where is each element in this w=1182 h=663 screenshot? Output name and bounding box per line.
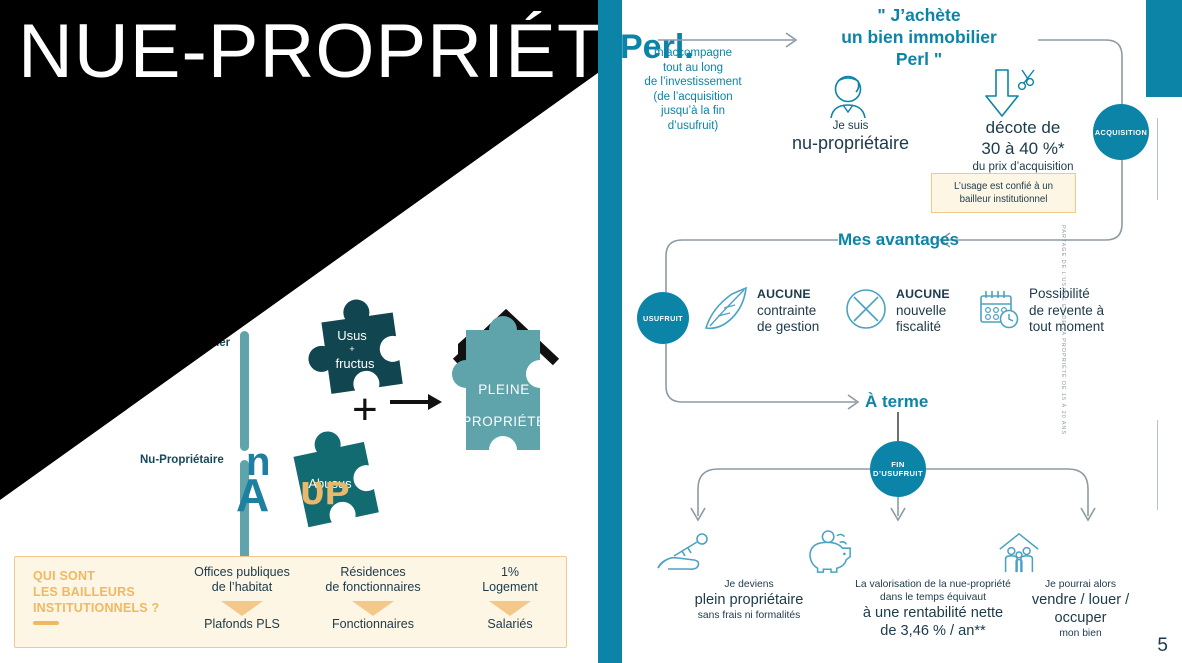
term-3-small-bottom: mon bien xyxy=(1059,628,1102,639)
puzzle-usus-line1: Usus xyxy=(337,328,367,343)
piggy-bank-icon xyxy=(809,530,851,573)
puzzle-piece-abusus: Abusus xyxy=(293,431,379,528)
key-hand-icon xyxy=(657,533,708,570)
bailleur-col3-bottom: Salariés xyxy=(487,617,533,631)
cross-circle-icon xyxy=(846,289,886,329)
bailleurs-title-line-1: QUI SONT xyxy=(33,569,96,583)
nu-proprietaire-bar xyxy=(240,460,249,590)
bailleurs-box-title: QUI SONT LES BAILLEURS INSTITUTIONNELS ? xyxy=(33,568,159,616)
puzzle-piece-pleine-propriete: PLEINE PROPRIÉTÉ xyxy=(452,308,560,450)
page-title: NUE-PROPRIÉTÉ xyxy=(18,9,598,94)
bailleurs-title-rule xyxy=(33,621,59,625)
vertical-side-note: PARTAGE DE L’USAGE ET DE LA PROPRIÉTÉ DE… xyxy=(1060,225,1067,435)
puzzle-usus-line3: fructus xyxy=(335,356,375,371)
nu-proprietaire-caption-small: Je suis xyxy=(832,120,869,132)
triangle-down-icon xyxy=(489,601,531,616)
page-number: 5 xyxy=(1157,635,1168,656)
bailleurs-title-line-3: INSTITUTIONNELS ? xyxy=(33,601,160,615)
term-1-small-bottom: sans frais ni formalités xyxy=(697,610,801,621)
term-outcome-3: Je pourrai alors vendre / louer /occuper… xyxy=(993,530,1168,640)
section-title-avantages: Mes avantages xyxy=(838,230,959,249)
puzzle-abusus-label: Abusus xyxy=(308,476,352,491)
advantage-2-strong: AUCUNE xyxy=(896,287,950,301)
triangle-down-icon xyxy=(352,601,394,616)
puzzle-usus-line2: + xyxy=(349,344,354,354)
nu-proprietaire-label: Nu-Propriétaire xyxy=(140,454,224,466)
badge-usufruit: USUFRUIT xyxy=(637,292,689,344)
vertical-rule-bottom xyxy=(1157,420,1158,510)
leaf-icon xyxy=(704,286,747,330)
bailleurs-title-line-2: LES BAILLEURS xyxy=(33,585,135,599)
usufruitier-label: Usufruitier xyxy=(172,337,231,349)
bailleur-col1-bottom: Plafonds PLS xyxy=(204,617,280,631)
ghost-fragment-1: n xyxy=(246,440,271,484)
bailleur-col3-top: 1%Logement xyxy=(482,565,538,594)
advantage-1-strong: AUCUNE xyxy=(757,287,811,301)
section-title-a-terme: À terme xyxy=(865,392,929,411)
triangle-down-icon xyxy=(221,601,263,616)
decote-subtext: du prix d’acquisition xyxy=(972,161,1074,173)
flow-connector-lines xyxy=(658,32,1123,522)
term-3-big: vendre / louer /occuper xyxy=(1031,592,1130,626)
bailleurs-institutionnels-box: QUI SONT LES BAILLEURS INSTITUTIONNELS ?… xyxy=(14,556,567,648)
family-house-icon xyxy=(999,532,1039,573)
nu-proprietaire-caption: Je suis nu-propriétaire xyxy=(758,120,943,154)
edge-notch xyxy=(622,0,656,108)
puzzle-plus-operator: + xyxy=(352,385,378,434)
usufruitier-bar xyxy=(240,331,249,451)
term-1-big: plein propriétaire xyxy=(694,592,804,608)
bailleur-col2-bottom: Fonctionnaires xyxy=(332,617,414,631)
puzzle-result-line1: PLEINE xyxy=(478,382,530,397)
bailleur-column-3: 1%Logement Salariés xyxy=(435,565,585,632)
calendar-clock-icon xyxy=(980,291,1019,329)
perl-brand: Perl. xyxy=(620,28,694,66)
person-icon xyxy=(830,75,866,119)
puzzle-result-line2: PROPRIÉTÉ xyxy=(462,414,545,429)
term-outcome-1: Je deviens plein propriétaire sans frais… xyxy=(654,530,844,622)
badge-acquisition: ACQUISITION xyxy=(1093,104,1149,160)
nu-proprietaire-caption-large: nu-propriétaire xyxy=(791,133,910,153)
left-edge-teal-bar xyxy=(598,0,622,663)
vertical-rule-top xyxy=(1157,118,1158,200)
term-1-small-top: Je deviens xyxy=(724,579,774,590)
top-right-teal-block xyxy=(1146,0,1182,97)
term-3-small-top: Je pourrai alors xyxy=(1045,579,1116,590)
discount-arrow-scissors-icon xyxy=(985,69,1035,117)
